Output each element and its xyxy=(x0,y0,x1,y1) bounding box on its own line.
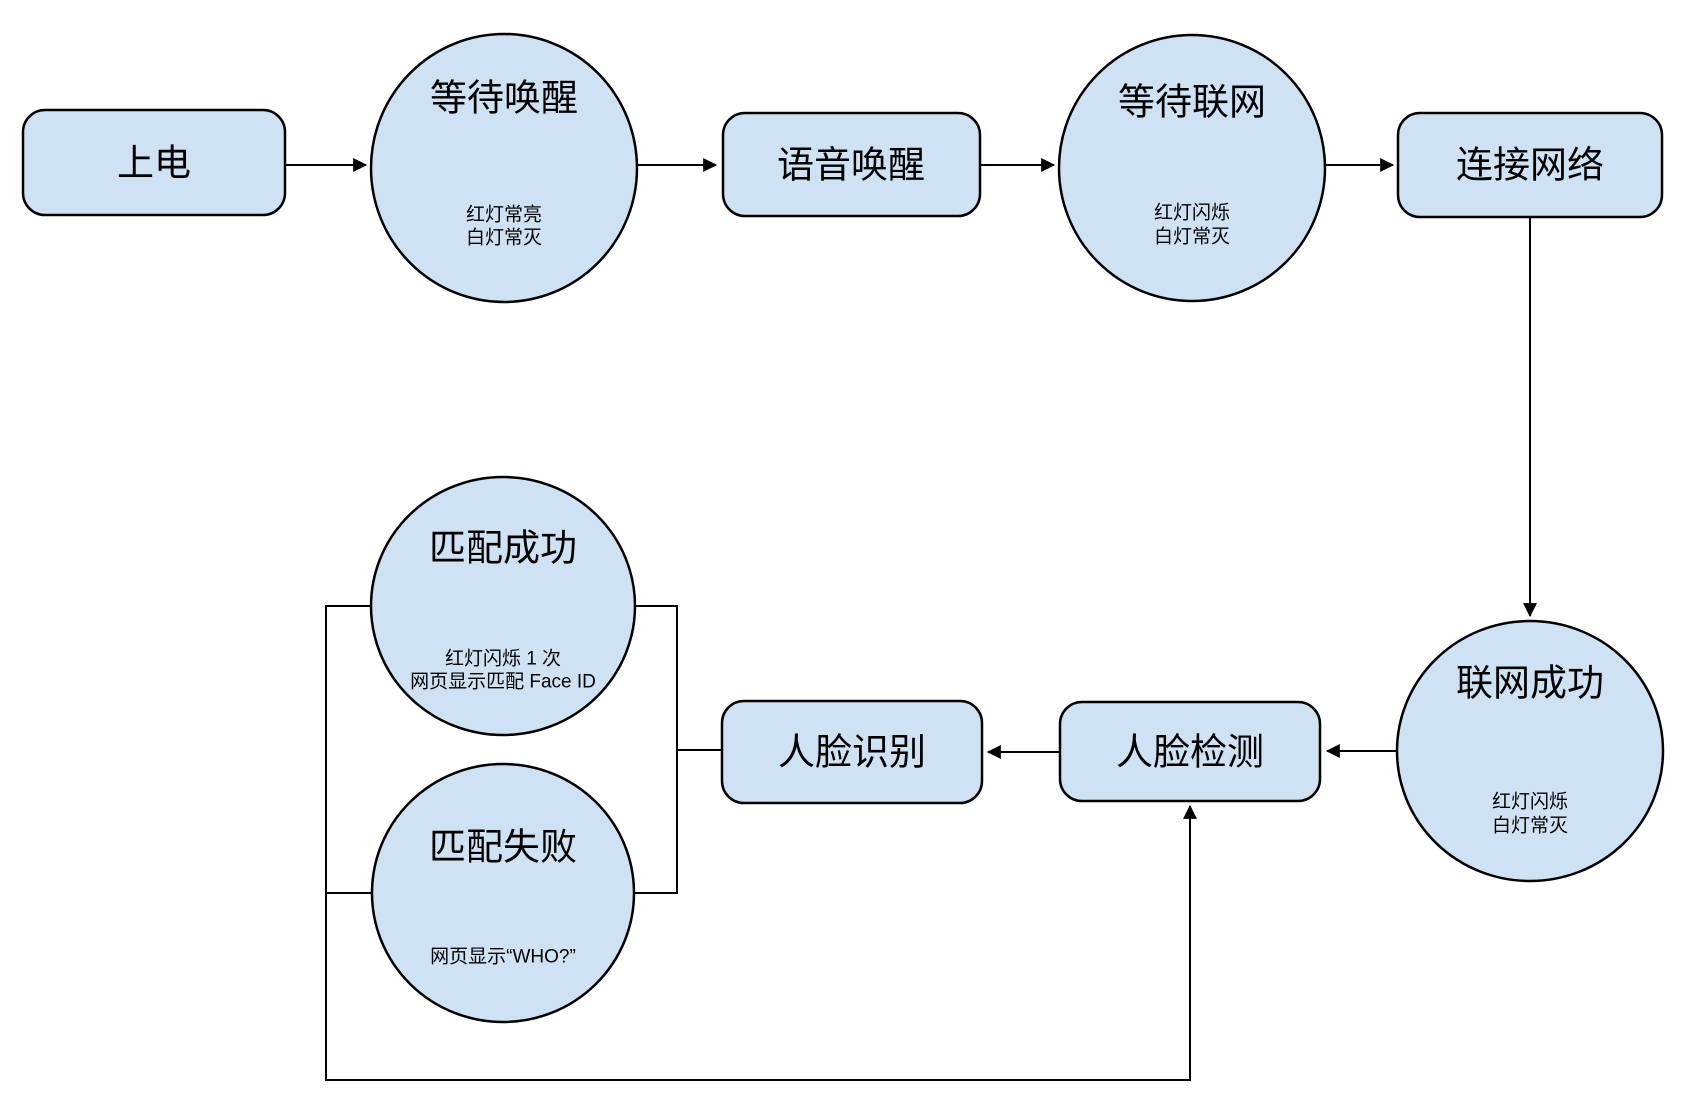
node-match-success: 匹配成功 红灯闪烁 1 次 网页显示匹配 Face ID xyxy=(369,475,637,737)
wait-wake-sub2: 白灯常灭 xyxy=(466,227,542,249)
network-success-sub2: 白灯常灭 xyxy=(1492,815,1568,837)
power-on-box xyxy=(21,108,287,217)
voice-wake-label: 语音唤醒 xyxy=(777,145,925,186)
wait-wake-circle xyxy=(369,32,639,304)
node-match-fail: 匹配失败 网页显示“WHO?” xyxy=(370,762,636,1024)
connect-network-label: 连接网络 xyxy=(1456,145,1604,186)
face-recognize-box xyxy=(720,699,984,805)
match-fail-circle xyxy=(370,762,636,1024)
network-success-label: 联网成功 xyxy=(1456,663,1604,704)
node-network-success: 联网成功 红灯闪烁 白灯常灭 xyxy=(1395,619,1665,883)
connect-network-box xyxy=(1396,111,1664,219)
match-fail-label: 匹配失败 xyxy=(429,827,577,868)
connector-match-results-bracket xyxy=(633,605,678,894)
node-voice-wake: 语音唤醒 xyxy=(721,111,982,218)
face-recognize-label: 人脸识别 xyxy=(778,732,926,773)
node-connect-network: 连接网络 xyxy=(1396,111,1664,219)
wait-wake-sub1: 红灯常亮 xyxy=(466,204,542,226)
match-success-circle xyxy=(369,475,637,737)
network-success-sub1: 红灯闪烁 xyxy=(1492,791,1568,813)
node-power-on: 上电 xyxy=(21,108,287,217)
node-wait-wake: 等待唤醒 红灯常亮 白灯常灭 xyxy=(369,32,639,304)
face-detect-box xyxy=(1058,700,1322,803)
wait-wake-label: 等待唤醒 xyxy=(430,78,578,119)
wait-network-circle xyxy=(1057,33,1327,303)
wait-network-sub2: 白灯常灭 xyxy=(1154,226,1230,248)
voice-wake-box xyxy=(721,111,982,218)
match-success-label: 匹配成功 xyxy=(429,528,577,569)
match-success-sub2: 网页显示匹配 Face ID xyxy=(410,672,596,693)
node-face-detect: 人脸检测 xyxy=(1058,700,1322,803)
loop-match-results-to-face-detect xyxy=(325,605,1197,1081)
match-success-sub1: 红灯闪烁 1 次 xyxy=(445,648,561,670)
face-detect-label: 人脸检测 xyxy=(1116,732,1264,773)
match-fail-sub1: 网页显示“WHO?” xyxy=(430,947,576,968)
wait-network-sub1: 红灯闪烁 xyxy=(1154,202,1230,224)
power-on-label: 上电 xyxy=(117,143,191,184)
node-face-recognize: 人脸识别 xyxy=(720,699,984,805)
network-success-circle xyxy=(1395,619,1665,883)
node-wait-network: 等待联网 红灯闪烁 白灯常灭 xyxy=(1057,33,1327,303)
wait-network-label: 等待联网 xyxy=(1118,82,1266,123)
